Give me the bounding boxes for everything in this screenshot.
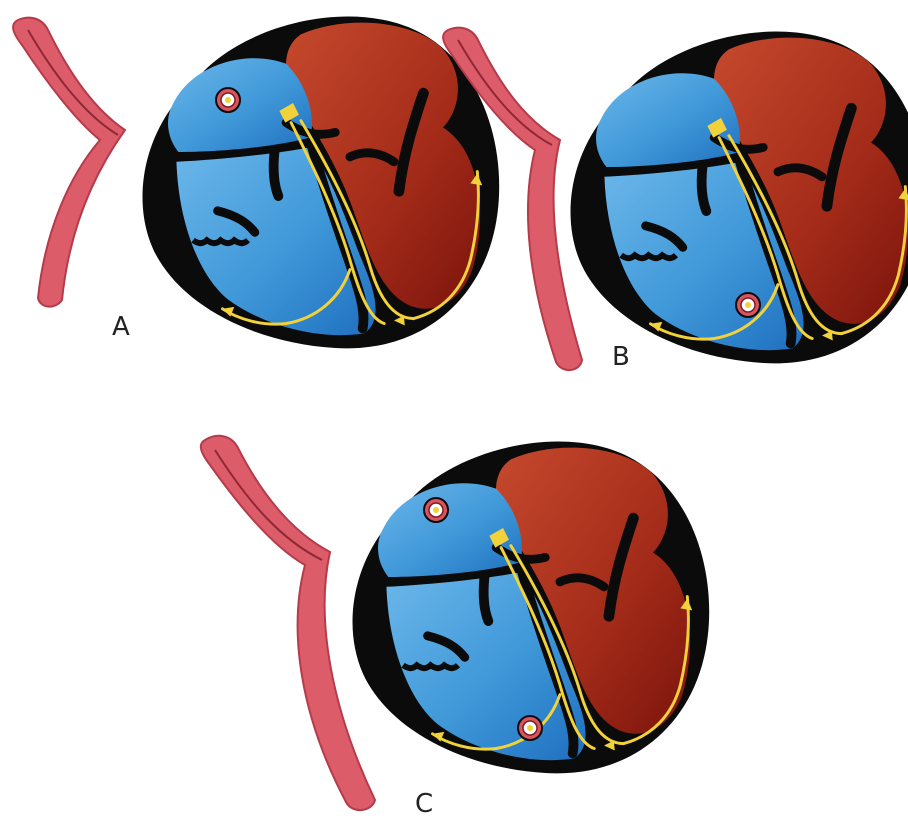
panel-label-c: C [415, 789, 433, 819]
panel-b: B [443, 28, 908, 372]
panel-label-b: B [612, 342, 630, 372]
vessel-c [201, 436, 375, 810]
pacemaker-ventricle-c [518, 716, 542, 740]
panel-label-a: A [112, 312, 130, 342]
pacemaker-sa-c [424, 498, 448, 522]
panel-a: A [13, 17, 499, 349]
pacemaker-ventricle-b [736, 293, 760, 317]
pacemaker-sa-a [216, 88, 240, 112]
vessel-a [13, 18, 125, 307]
panel-c: C [201, 436, 709, 819]
heart-a [143, 17, 500, 349]
